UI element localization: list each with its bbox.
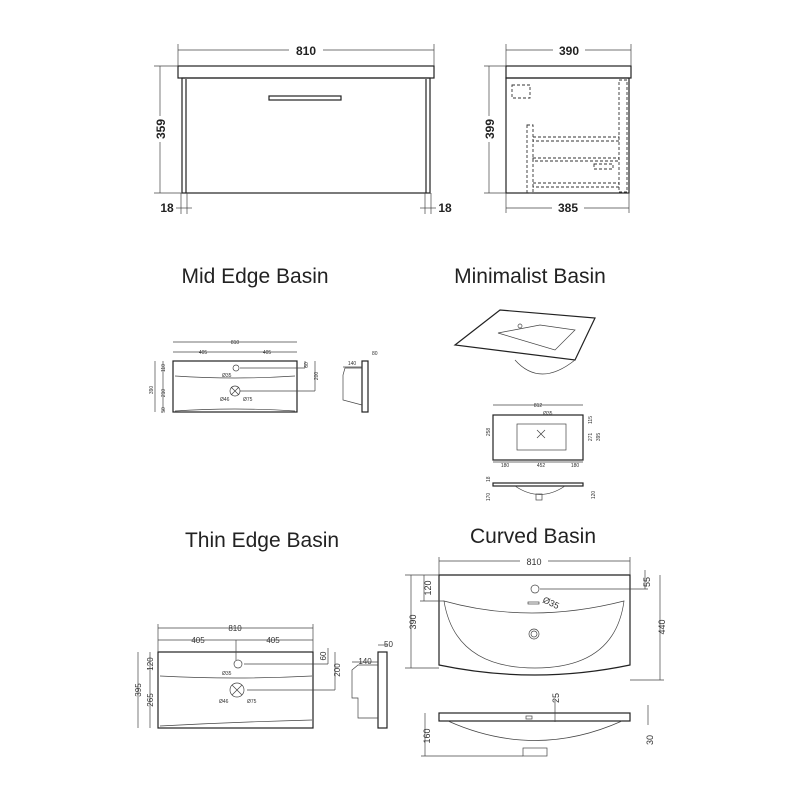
dim-d2: 265 (146, 693, 155, 707)
dim-width: 810 (231, 340, 240, 346)
tap-hole-label: Ø35 (222, 671, 232, 677)
dim-right: 405 (263, 350, 272, 356)
front-width-dim: 810 (296, 44, 316, 58)
cabinet-side-view: 390 399 385 (482, 42, 632, 215)
dim-width: 810 (526, 557, 541, 567)
mid-edge-basin-drawing: 810 405 405 390 110 210 50 60 200 Ø35 Ø4… (149, 340, 378, 413)
dim-d1: 120 (146, 657, 155, 671)
dim-waste: 200 (314, 372, 320, 381)
dim-waste: 200 (333, 663, 342, 677)
dim-bowl: 452 (537, 463, 546, 469)
dim-depth: 390 (408, 614, 418, 629)
waste-75-label: Ø75 (243, 397, 253, 403)
side-bottom-depth-dim: 385 (558, 201, 578, 215)
dim-width: 812 (534, 403, 543, 409)
dim-depth: 120 (591, 491, 597, 500)
tap-hole-label: Ø35 (543, 411, 553, 417)
side-height-dim: 399 (483, 119, 497, 139)
dim-tap: 60 (304, 362, 310, 368)
minimalist-basin-drawing: 812 180 452 180 258 115 271 395 Ø35 18 1… (453, 309, 602, 502)
side-depth: 140 (348, 361, 357, 367)
left-gap-dim: 18 (160, 201, 174, 215)
dim-width: 810 (228, 624, 242, 633)
drawer-handle (268, 95, 342, 101)
waste-75-label: Ø75 (247, 699, 257, 705)
side-top-depth-dim: 390 (559, 44, 579, 58)
front-height-dim: 359 (154, 119, 168, 139)
thin-edge-basin-title: Thin Edge Basin (185, 529, 339, 552)
dim-d-left: 258 (486, 428, 492, 437)
curved-basin-drawing: 810 390 120 55 440 Ø35 25 160 30 (405, 555, 667, 757)
dim-depth: 395 (134, 683, 143, 697)
countertop-side (505, 65, 632, 79)
dim-d1: 110 (161, 364, 167, 372)
curved-basin-title: Curved Basin (470, 525, 596, 548)
dim-left: 180 (501, 463, 510, 469)
dim-right: 405 (266, 636, 280, 645)
dim-left: 405 (191, 636, 205, 645)
cabinet-front-view: 810 359 18 18 (153, 42, 452, 215)
countertop (177, 65, 435, 79)
dim-thickness: 18 (486, 476, 492, 482)
dim-d-tap: 120 (423, 580, 433, 595)
dim-d-top: 115 (588, 416, 594, 424)
dim-d-total: 395 (596, 433, 602, 442)
dim-overall: 170 (486, 493, 492, 502)
tap-hole-label: Ø35 (541, 595, 561, 611)
dim-right: 180 (571, 463, 580, 469)
side-thickness: 80 (372, 351, 378, 357)
cabinet-side-body (505, 77, 630, 194)
waste-46-label: Ø46 (220, 397, 230, 403)
dim-tap: 60 (319, 651, 328, 660)
dim-depth: 390 (149, 386, 155, 395)
dim-height: 160 (422, 728, 432, 743)
tap-hole-label: Ø35 (222, 373, 232, 379)
dim-overall: 440 (657, 619, 667, 634)
cabinet-body (181, 77, 431, 194)
dim-d-bowl: 271 (588, 433, 594, 442)
dim-d2: 210 (161, 389, 167, 398)
mid-edge-basin-title: Mid Edge Basin (181, 265, 328, 288)
thin-edge-basin-drawing: 810 405 405 395 120 265 60 200 Ø35 Ø46 Ø… (134, 624, 393, 729)
dim-rim: 30 (645, 735, 655, 745)
dim-tap: 55 (642, 577, 652, 587)
dim-left: 405 (199, 350, 208, 356)
dim-overflow: 25 (551, 693, 561, 703)
side-thickness: 50 (384, 640, 393, 649)
waste-46-label: Ø46 (219, 699, 229, 705)
dim-d3: 50 (161, 407, 167, 413)
right-gap-dim: 18 (438, 201, 452, 215)
minimalist-basin-title: Minimalist Basin (454, 265, 606, 288)
side-depth: 140 (358, 657, 372, 666)
